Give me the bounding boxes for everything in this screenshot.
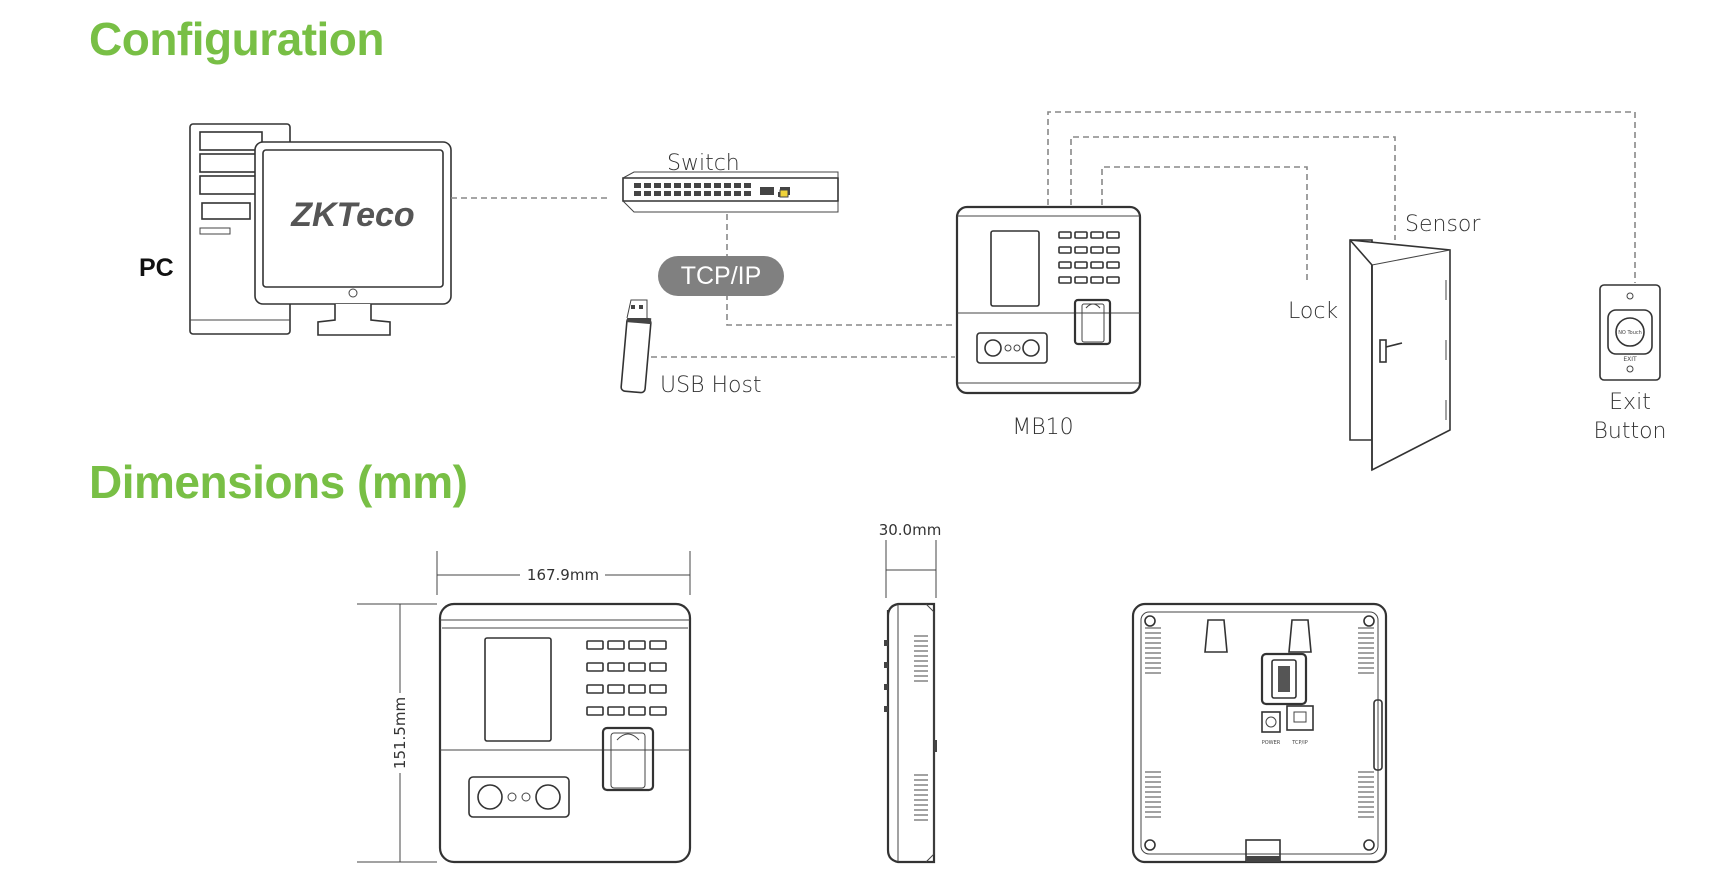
power-port-label: POWER [1262, 740, 1281, 746]
mb10-device-icon [955, 205, 1142, 395]
connection-lines [451, 111, 1636, 358]
sensor-label: Sensor [1405, 212, 1481, 237]
exit-button-icon [1599, 284, 1661, 381]
back-view-drawing [1131, 602, 1388, 864]
tcpip-port-label: TCP/IP [1291, 740, 1307, 746]
configuration-heading: Configuration [89, 13, 385, 65]
front-view-drawing [357, 551, 692, 864]
pc-monitor-icon [254, 141, 452, 336]
lock-label: Lock [1288, 299, 1338, 324]
usb-drive-icon [620, 299, 652, 394]
switch-icon [622, 171, 839, 213]
side-view-drawing [884, 540, 937, 864]
pc-label: PC [139, 254, 174, 282]
width-dimension: 167.9mm [527, 566, 599, 584]
usb-host-label: USB Host [660, 373, 762, 398]
height-dimension: 151.5mm [391, 697, 409, 769]
exit-label-line1: Exit [1609, 390, 1651, 415]
tcpip-badge [658, 256, 784, 296]
mb10-label: MB10 [1012, 415, 1073, 440]
exit-face-text: NO Touch [1618, 330, 1642, 336]
exit-plate-text: EXIT [1623, 356, 1637, 363]
tcpip-label: TCP/IP [681, 262, 762, 290]
logo-text: ZKTeco [290, 196, 414, 234]
depth-dimension: 30.0mm [879, 521, 942, 539]
exit-label-line2: Button [1593, 419, 1666, 444]
door-icon [1349, 239, 1451, 472]
dimensions-heading: Dimensions (mm) [89, 456, 468, 508]
switch-label: Switch [667, 151, 740, 176]
